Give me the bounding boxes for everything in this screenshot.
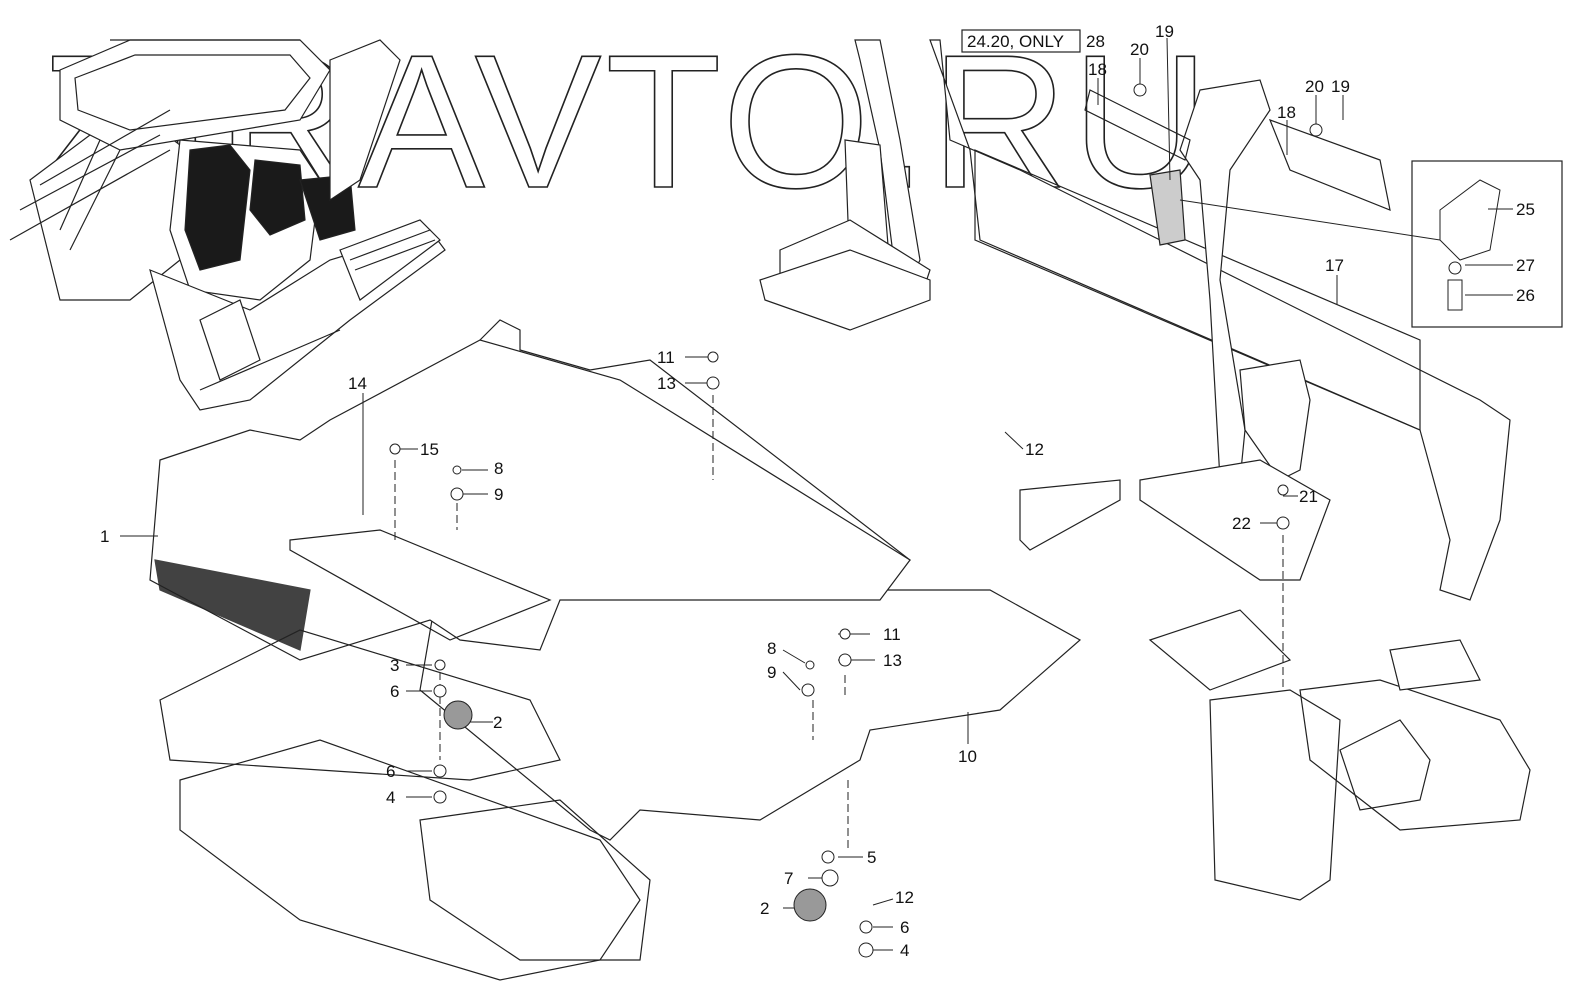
callout-2: 2 [493, 713, 502, 732]
fastener-symbols [389, 83, 1323, 958]
callout-6: 6 [386, 762, 395, 781]
callout-10: 10 [958, 747, 977, 766]
callout-3: 3 [390, 656, 399, 675]
callout-6: 6 [390, 682, 399, 701]
callout-labels: 1 2 2 3 4 4 5 6 6 6 7 8 8 9 9 10 11 11 1… [100, 22, 1535, 960]
callout-14: 14 [348, 374, 367, 393]
callout-8: 8 [494, 459, 503, 478]
callout-5: 5 [867, 848, 876, 867]
callout-4: 4 [900, 941, 909, 960]
lower-chassis [159, 609, 1531, 981]
callout-27: 27 [1516, 256, 1535, 275]
callout-4: 4 [386, 788, 395, 807]
callout-8: 8 [767, 639, 776, 658]
callout-17: 17 [1325, 256, 1344, 275]
callout-2: 2 [760, 899, 769, 918]
detail-inset-box [1179, 160, 1563, 328]
callout-20: 20 [1130, 40, 1149, 59]
note-box: 24.20, ONLY [961, 29, 1081, 53]
floor-plate-10 [149, 319, 1082, 841]
machine-overview-illustration [9, 39, 446, 411]
callout-26: 26 [1516, 286, 1535, 305]
callout-9: 9 [767, 663, 776, 682]
callout-6: 6 [900, 918, 909, 937]
callout-7: 7 [784, 869, 793, 888]
frame-panel-assembly [759, 39, 1511, 601]
callout-18: 18 [1277, 103, 1296, 122]
callout-12: 12 [1025, 440, 1044, 459]
callout-9: 9 [494, 485, 503, 504]
callout-28: 28 [1086, 32, 1105, 51]
callout-1: 1 [100, 527, 109, 546]
callout-12: 12 [895, 888, 914, 907]
callout-11: 11 [883, 625, 901, 644]
leader-lines [120, 37, 1513, 951]
callout-18: 18 [1088, 60, 1107, 79]
callout-22: 22 [1232, 514, 1251, 533]
callout-19: 19 [1331, 77, 1350, 96]
callout-13: 13 [657, 374, 676, 393]
callout-25: 25 [1516, 200, 1535, 219]
callout-13: 13 [883, 651, 902, 670]
callout-11: 11 [657, 348, 675, 367]
callout-19: 19 [1155, 22, 1174, 41]
callout-15: 15 [420, 440, 439, 459]
callout-20: 20 [1305, 77, 1324, 96]
note-label: 24.20, ONLY [967, 32, 1064, 51]
callout-21: 21 [1299, 487, 1318, 506]
